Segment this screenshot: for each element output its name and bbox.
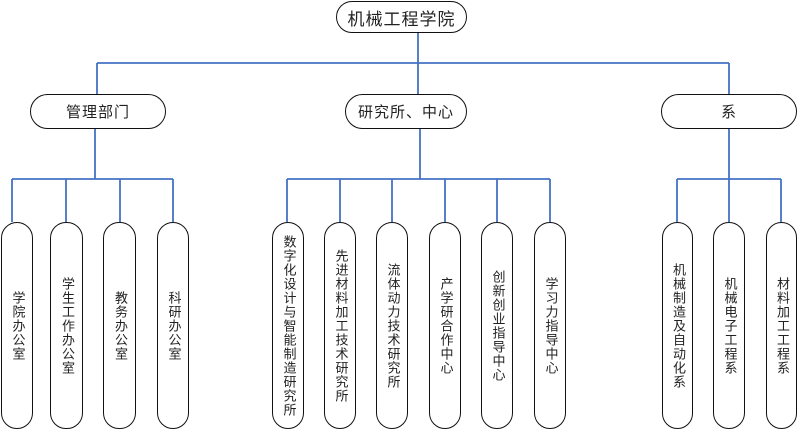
leaf-label: 机械电子工程系 — [721, 276, 737, 375]
group-label: 研究所、中心 — [357, 103, 454, 121]
group-node-management[interactable]: 管理部门 — [30, 94, 166, 129]
leaf-label: 数字化设计与智能制造研究所 — [280, 234, 296, 417]
leaf-node[interactable]: 机械电子工程系 — [713, 222, 745, 429]
leaf-node[interactable]: 学习力指导中心 — [534, 222, 566, 429]
leaf-node[interactable]: 先进材料加工技术研究所 — [324, 222, 356, 429]
leaf-node[interactable]: 数字化设计与智能制造研究所 — [272, 222, 304, 429]
leaf-label: 学生工作办公室 — [59, 276, 74, 375]
leaf-label: 学院办公室 — [9, 290, 25, 361]
leaf-label: 产学研合作中心 — [437, 276, 453, 375]
leaf-label: 先进材料加工技术研究所 — [332, 248, 348, 403]
leaf-label: 学习力指导中心 — [542, 276, 558, 375]
leaf-label: 流体动力技术研究所 — [384, 262, 400, 389]
leaf-label: 科研办公室 — [165, 290, 181, 361]
group-node-institutes[interactable]: 研究所、中心 — [345, 94, 467, 129]
leaf-node[interactable]: 机械制造及自动化系 — [662, 222, 693, 429]
leaf-node[interactable]: 教务办公室 — [103, 222, 136, 429]
leaf-label: 创新创业指导中心 — [489, 269, 505, 382]
leaf-node[interactable]: 流体动力技术研究所 — [376, 222, 408, 429]
leaf-node[interactable]: 学生工作办公室 — [50, 222, 83, 429]
leaf-label: 教务办公室 — [112, 290, 127, 361]
group-node-departments[interactable]: 系 — [661, 94, 797, 129]
root-node[interactable]: 机械工程学院 — [336, 1, 467, 33]
leaf-node[interactable]: 创新创业指导中心 — [481, 222, 513, 429]
leaf-node[interactable]: 产学研合作中心 — [429, 222, 461, 429]
leaf-label: 材料加工工程系 — [774, 276, 789, 375]
leaf-node[interactable]: 材料加工工程系 — [766, 222, 797, 429]
root-label: 机械工程学院 — [347, 9, 456, 30]
group-label: 管理部门 — [65, 103, 130, 121]
group-label: 系 — [720, 103, 737, 121]
leaf-node[interactable]: 科研办公室 — [157, 222, 189, 429]
leaf-node[interactable]: 学院办公室 — [1, 222, 33, 429]
leaf-label: 机械制造及自动化系 — [670, 262, 685, 389]
